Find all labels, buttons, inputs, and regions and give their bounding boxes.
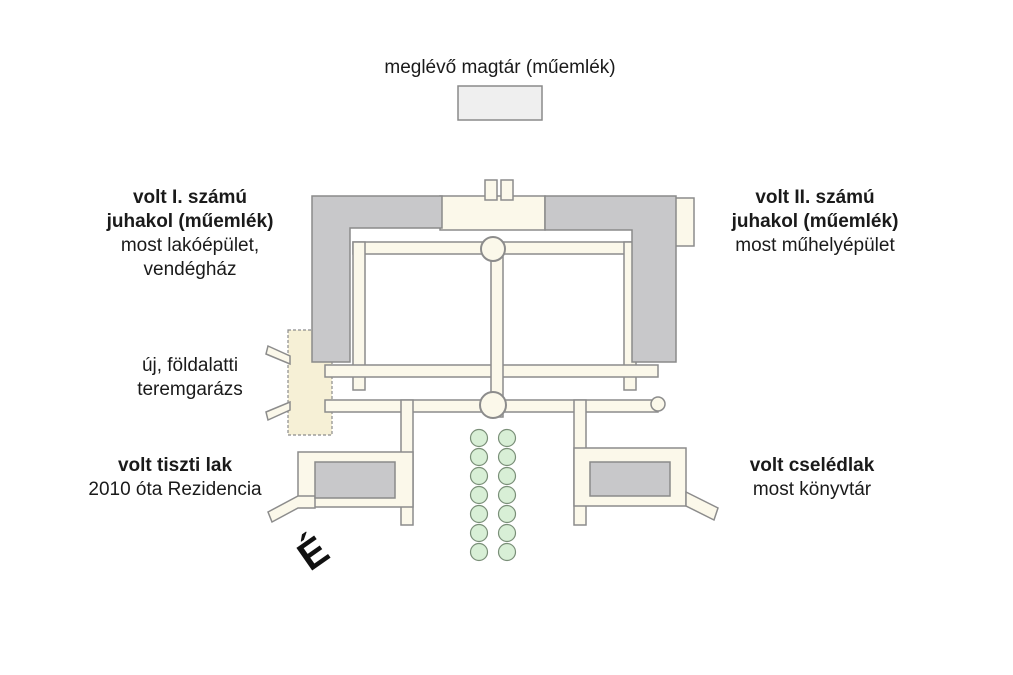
north-arrow-letter: É xyxy=(289,527,337,579)
tree xyxy=(469,523,489,543)
tree xyxy=(497,466,517,486)
servants-house-title: volt cselédlak xyxy=(749,455,875,476)
garage-line1: új, földalatti xyxy=(141,355,239,376)
tree-avenue xyxy=(469,428,517,562)
tree xyxy=(497,447,517,467)
tree xyxy=(469,428,489,448)
fountain-bottom xyxy=(479,391,507,419)
tree xyxy=(497,428,517,448)
sheepfold-2-title-line1: volt II. számú xyxy=(755,187,875,208)
sheepfold-1-use-line1: most lakóépület, xyxy=(120,235,260,256)
tree xyxy=(469,485,489,505)
garage-label: új, földalatti teremgarázs xyxy=(90,354,290,402)
fountain-top xyxy=(480,236,506,262)
sheepfold-1-title-line2: juhakol (műemlék) xyxy=(106,211,274,232)
granary-label: meglévő magtár (műemlék) xyxy=(384,57,616,78)
sheepfold-2-use: most műhelyépület xyxy=(735,235,895,256)
tree xyxy=(469,447,489,467)
sheepfold-1-use-line2: vendégház xyxy=(143,259,237,280)
garage-line2: teremgarázs xyxy=(137,379,243,400)
tree xyxy=(469,466,489,486)
tree xyxy=(469,504,489,524)
servants-house-use: most könyvtár xyxy=(752,479,872,500)
sheepfold-2-label: volt II. számú juhakol (műemlék) most mű… xyxy=(690,186,940,258)
servants-house-building xyxy=(589,461,671,497)
tree xyxy=(497,504,517,524)
sheepfold-2-building xyxy=(544,195,677,363)
officer-house-title: volt tiszti lak xyxy=(117,455,233,476)
tree xyxy=(497,523,517,543)
granary-building xyxy=(457,85,543,121)
north-arrow-icon: É xyxy=(289,527,337,579)
sheepfold-1-title-line1: volt I. számú xyxy=(132,187,248,208)
sheepfold-2-title-line2: juhakol (műemlék) xyxy=(731,211,899,232)
tree xyxy=(469,542,489,562)
officer-house-building xyxy=(314,461,396,499)
officer-house-label: volt tiszti lak 2010 óta Rezidencia xyxy=(55,454,295,502)
tree xyxy=(497,542,517,562)
sheepfold-1-building xyxy=(311,195,443,363)
servants-house-label: volt cselédlak most könyvtár xyxy=(712,454,912,502)
officer-house-use: 2010 óta Rezidencia xyxy=(88,479,262,500)
sheepfold-1-label: volt I. számú juhakol (műemlék) most lak… xyxy=(40,186,340,282)
tree xyxy=(497,485,517,505)
